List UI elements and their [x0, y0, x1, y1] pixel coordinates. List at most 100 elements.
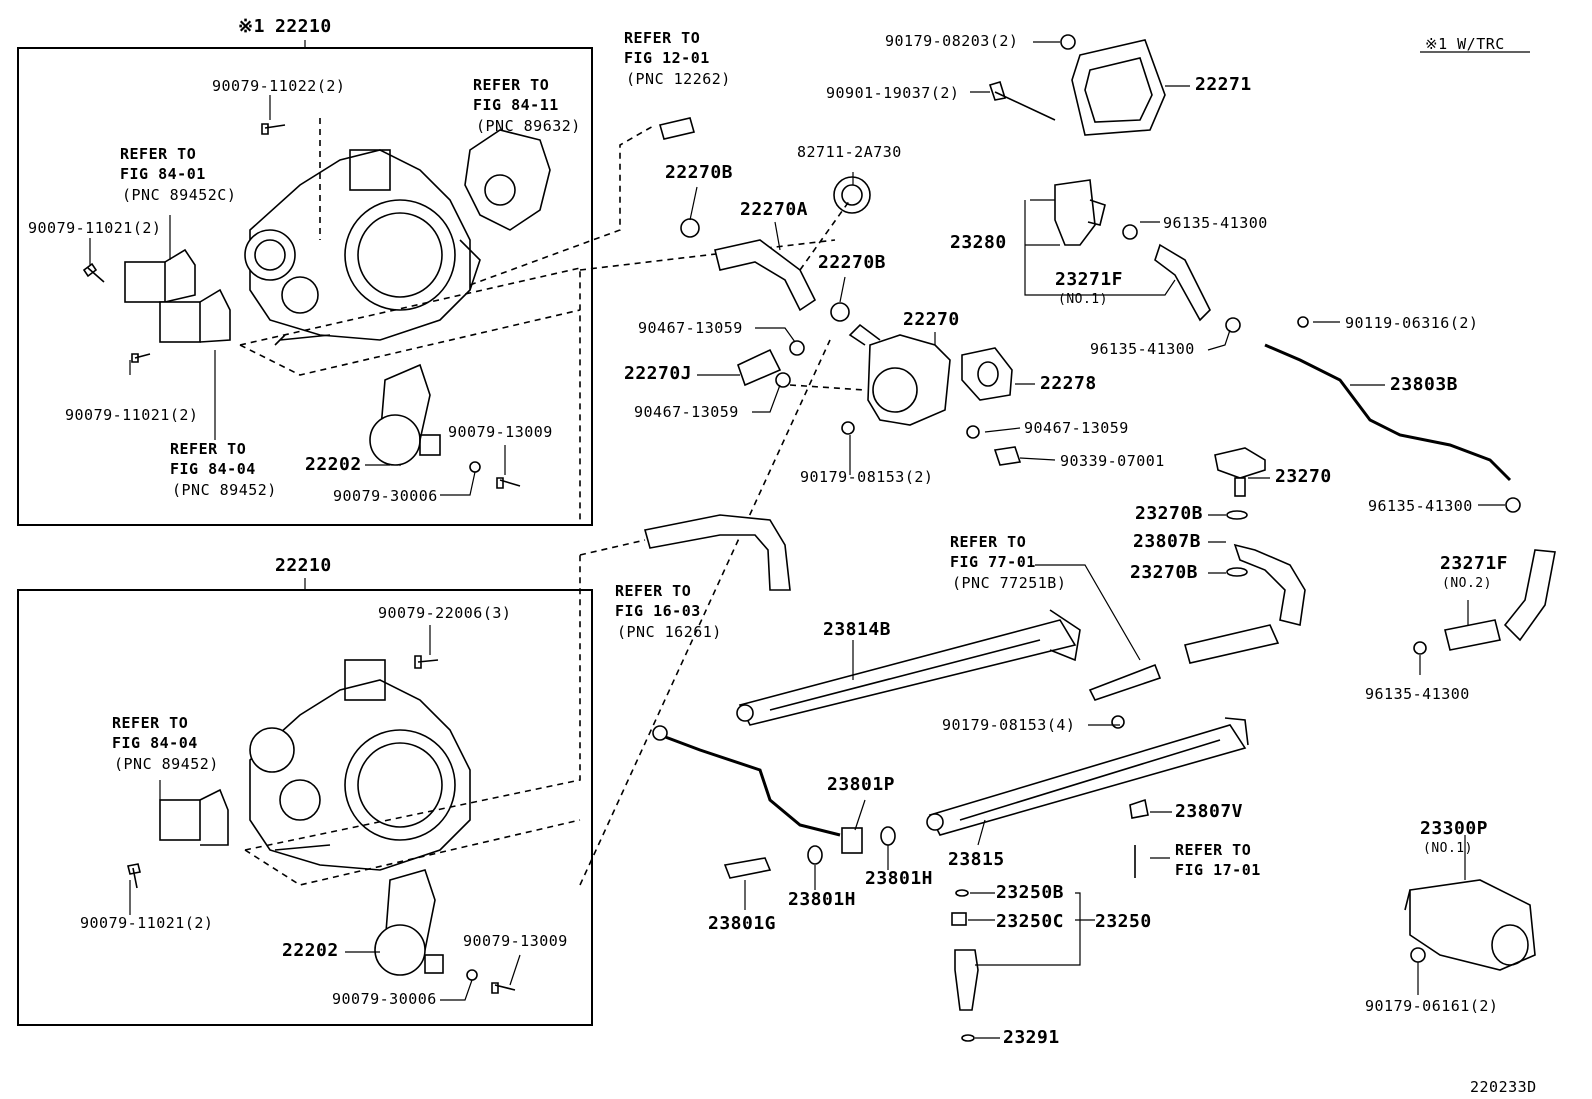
label-ref-84-11-a: REFER TO: [473, 76, 550, 94]
label-23270B-b: 23270B: [1130, 562, 1199, 583]
label-23271F-b: 23271F: [1440, 553, 1509, 574]
label-96135-41300-a: 96135-41300: [1163, 214, 1268, 232]
leader-lines: [89, 40, 1530, 1039]
label-90079-11022: 90079-11022(2): [212, 77, 346, 95]
label-23300P: 23300P: [1420, 818, 1489, 839]
dashed-leaders-center: [789, 199, 866, 391]
label-ref-16-03-b: FIG 16-03: [615, 602, 701, 620]
label-ref-84-01-a: REFER TO: [120, 145, 197, 163]
label-90179-08153-4: 90179-08153(4): [942, 716, 1076, 734]
dashed-leaders-bottom: [244, 339, 831, 886]
label-23803B: 23803B: [1390, 374, 1459, 395]
label-ref-16-03-c: (PNC 16261): [617, 623, 722, 641]
label-ref-16-03-a: REFER TO: [615, 582, 692, 600]
diagram-id: 220233D: [1470, 1078, 1537, 1096]
label-90901-19037: 90901-19037(2): [826, 84, 960, 102]
box-top-part-number: 22210: [275, 16, 332, 37]
pipe-23803B: [1264, 316, 1521, 513]
label-23250: 23250: [1095, 911, 1152, 932]
label-90079-30006-b: 90079-30006: [332, 990, 437, 1008]
label-22270J: 22270J: [624, 363, 693, 384]
fuel-rail-23814B: [736, 609, 1162, 726]
label-23807B: 23807B: [1133, 531, 1202, 552]
label-90119-06316: 90119-06316(2): [1345, 314, 1479, 332]
box-top-mark: ※1: [238, 16, 265, 37]
label-23280: 23280: [950, 232, 1007, 253]
label-23250B: 23250B: [996, 882, 1065, 903]
bolts-top: [82, 123, 521, 489]
label-ref-84-04b-b: FIG 84-04: [112, 734, 198, 752]
injector-23250: [951, 889, 979, 1042]
label-23270B-a: 23270B: [1135, 503, 1204, 524]
label-96135-41300-d: 96135-41300: [1365, 685, 1470, 703]
label-23801H-a: 23801H: [865, 868, 934, 889]
label-23271F-a: 23271F: [1055, 269, 1124, 290]
label-90079-11021-c: 90079-11021(2): [80, 914, 214, 932]
label-ref-17-01-a: REFER TO: [1175, 841, 1252, 859]
dashed-leaders-top: [239, 118, 836, 556]
label-23815: 23815: [948, 849, 1005, 870]
label-ref-84-11-c: (PNC 89632): [476, 117, 581, 135]
label-ref-84-11-b: FIG 84-11: [473, 96, 559, 114]
label-23270: 23270: [1275, 466, 1332, 487]
label-ref-12-01-b: FIG 12-01: [624, 49, 710, 67]
label-ref-84-04b-c: (PNC 89452): [114, 755, 219, 773]
throttle-body-top: [244, 149, 481, 346]
label-ref-17-01-b: FIG 17-01: [1175, 861, 1261, 879]
filter-23300P: [1404, 879, 1536, 971]
label-23250C: 23250C: [996, 911, 1065, 932]
label-90467-13059-b: 90467-13059: [634, 403, 739, 421]
label-90079-22006: 90079-22006(3): [378, 604, 512, 622]
label-96135-41300-b: 96135-41300: [1090, 340, 1195, 358]
label-22202-a: 22202: [305, 454, 362, 475]
label-ref-84-04-b: FIG 84-04: [170, 460, 256, 478]
throttle-sensor-top: [464, 129, 551, 231]
label-ref-84-01-c: (PNC 89452C): [122, 186, 237, 204]
label-22270: 22270: [903, 309, 960, 330]
gasket-22271: [988, 34, 1166, 136]
label-ref-12-01-c: (PNC 12262): [626, 70, 731, 88]
label-23271F-a-sub: (NO.1): [1058, 292, 1108, 307]
label-23801G: 23801G: [708, 913, 777, 934]
throttle-body-bottom: [249, 659, 471, 871]
label-23801H-b: 23801H: [788, 889, 857, 910]
iac-valve-bottom: [374, 869, 444, 976]
sensor-left-top: [124, 248, 231, 343]
label-22202-b: 22202: [282, 940, 339, 961]
label-90079-11021-b: 90079-11021(2): [65, 406, 199, 424]
label-ref-84-04-a: REFER TO: [170, 440, 247, 458]
pipe-23801P: [652, 725, 896, 879]
label-90079-13009-a: 90079-13009: [448, 423, 553, 441]
box-bottom-part-number: 22210: [275, 555, 332, 576]
label-ref-77-01-a: REFER TO: [950, 533, 1027, 551]
label-90339-07001: 90339-07001: [1060, 452, 1165, 470]
hose-23271F-no2: [1413, 549, 1556, 655]
label-90467-13059-a: 90467-13059: [638, 319, 743, 337]
sensor-left-bottom: [159, 788, 229, 846]
label-23801P: 23801P: [827, 774, 896, 795]
label-90079-11021-a: 90079-11021(2): [28, 219, 162, 237]
bolts-bottom: [127, 655, 516, 994]
label-23300P-sub: (NO.1): [1423, 841, 1473, 856]
label-ref-84-04b-a: REFER TO: [112, 714, 189, 732]
label-90179-08203: 90179-08203(2): [885, 32, 1019, 50]
label-90179-06161: 90179-06161(2): [1365, 997, 1499, 1015]
label-23814B: 23814B: [823, 619, 892, 640]
fuel-rail-23815: [926, 715, 1249, 878]
hoses-center: [643, 117, 871, 591]
label-90079-30006-a: 90079-30006: [333, 487, 438, 505]
label-ref-77-01-b: FIG 77-01: [950, 553, 1036, 571]
label-23291: 23291: [1003, 1027, 1060, 1048]
label-23807V: 23807V: [1175, 801, 1244, 822]
label-90079-13009-b: 90079-13009: [463, 932, 568, 950]
damper-23270: [1184, 447, 1306, 664]
iac-valve-top: [369, 363, 441, 467]
label-90467-13059-c: 90467-13059: [1024, 419, 1129, 437]
pressure-regulator-23280: [1054, 179, 1241, 333]
label-22270A: 22270A: [740, 199, 809, 220]
label-22278: 22278: [1040, 373, 1097, 394]
label-22271: 22271: [1195, 74, 1252, 95]
label-22270B-b: 22270B: [818, 252, 887, 273]
